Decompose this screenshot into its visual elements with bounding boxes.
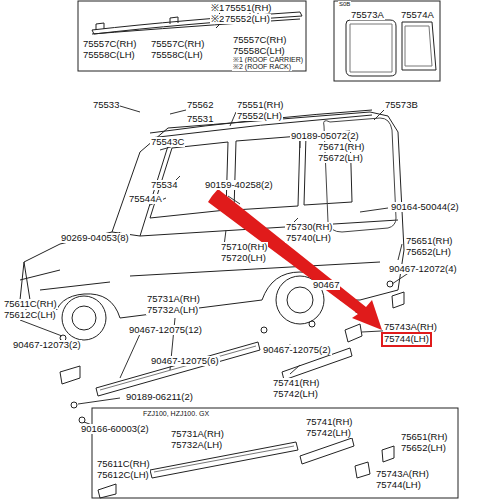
callout-number: 75651(RH) <box>405 236 453 246</box>
callout-number: 75744(LH) <box>383 334 430 345</box>
callout-number: 75730(RH) <box>285 222 333 232</box>
inset-frame <box>92 408 458 498</box>
quarter-window <box>346 20 436 76</box>
callout-number: 75743A(RH) <box>383 322 438 332</box>
callout-number: 75574A <box>400 10 435 20</box>
callout-number: 75652(LH) <box>400 443 447 453</box>
callout-number: 75557C(RH) <box>150 39 205 49</box>
callout-number: 75744(LH) <box>375 480 422 490</box>
callout-number: 75671(RH) <box>317 142 365 152</box>
callout-number: 75612C(LH) <box>96 470 150 480</box>
callout-number: S0B <box>338 1 351 8</box>
callout-number: 75651(RH) <box>400 432 448 442</box>
callout-number: 75731A(RH) <box>146 294 201 304</box>
callout-number: 75558C(LH) <box>232 46 286 56</box>
callout-number: 75557C(RH) <box>82 39 137 49</box>
callout-number: 75652(LH) <box>405 247 452 257</box>
callout-number: 90467 <box>312 280 340 290</box>
callout-number: 75741(RH) <box>272 378 320 388</box>
callout-number: 75612C(LH) <box>3 310 57 320</box>
leader-line <box>20 106 410 428</box>
callout-number: 90269-04053(8) <box>60 233 130 243</box>
callout-number: 75531 <box>186 114 214 124</box>
inset-frame <box>334 1 440 81</box>
callout-number: FZJ100, HZJ100. GX <box>142 410 210 418</box>
callout-number: 75743A(RH) <box>375 469 430 479</box>
callout-number: 75611C(RH) <box>3 299 58 309</box>
callout-number: 90467-12072(4) <box>388 264 458 274</box>
callout-number: 75543C <box>150 137 185 147</box>
callout-number: 90467-12073(2) <box>12 340 82 350</box>
callout-number: 75551(RH) <box>236 100 284 110</box>
callout-number: 90189-06211(2) <box>125 392 194 402</box>
callout-number: 75544A <box>128 194 163 204</box>
car-body <box>20 110 404 340</box>
callout-number: 75740(LH) <box>285 233 332 243</box>
callout-number: 75732A(LH) <box>146 305 199 315</box>
pointer-arrow <box>208 189 382 330</box>
callout-number: 75552(LH) <box>224 14 271 24</box>
callout-number: 75710(RH) <box>220 242 268 252</box>
callout-number: 75533 <box>92 100 120 110</box>
callout-number: 75741(RH) <box>305 417 353 427</box>
callout-number: 90467-12075(6) <box>150 356 220 366</box>
callout-number: ※1 <box>210 3 225 13</box>
callout-number: 75552(LH) <box>236 111 283 121</box>
callout-number: 75557C(RH) <box>232 35 287 45</box>
callout-number: 75573B <box>384 100 419 110</box>
callout-number: ※2 (ROOF RACK) <box>232 63 292 71</box>
callout-number: 75562 <box>186 100 214 110</box>
callout-number: 75742(LH) <box>305 428 352 438</box>
callout-number: 75573A <box>350 10 385 20</box>
callout-number: 75732A(LH) <box>170 440 223 450</box>
callout-number: 90164-50044(2) <box>390 202 460 212</box>
callout-number: 75558C(LH) <box>150 50 204 60</box>
callout-number: 75720(LH) <box>220 253 267 263</box>
callout-number: 90467-12075(12) <box>128 325 203 335</box>
callout-number: 75534 <box>150 180 178 190</box>
callout-number: 75611C(RH) <box>96 459 151 469</box>
callout-number: 90159-40258(2) <box>204 180 274 190</box>
callout-number: 75731A(RH) <box>170 429 225 439</box>
callout-number: 75742(LH) <box>272 389 319 399</box>
callout-number: ※2 <box>210 14 225 24</box>
callout-number: 90189-05072(2) <box>290 131 360 141</box>
callout-number: 90467-12075(2) <box>262 345 332 355</box>
callout-number: 90166-60003(2) <box>80 424 150 434</box>
callout-number: 75558C(LH) <box>82 50 136 60</box>
callout-number: 75551(RH) <box>224 3 272 13</box>
inset-frame <box>78 1 306 71</box>
callout-number: 75672(LH) <box>317 153 364 163</box>
